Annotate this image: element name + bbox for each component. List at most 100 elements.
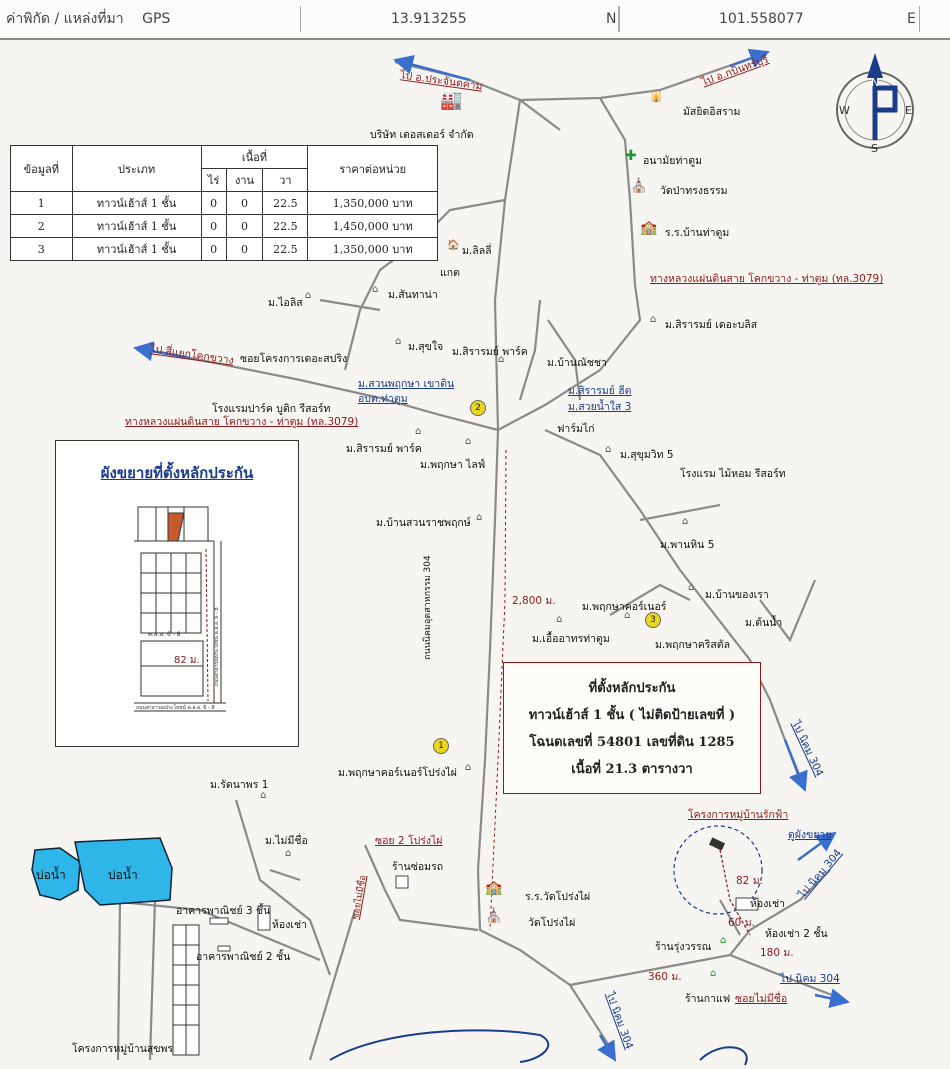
label-kaet: แกต [440,267,460,279]
road-sirarom-b [547,319,582,401]
label-health: อนามัยท่าตูม [643,155,703,167]
temple-icon: ⛪ [630,178,648,194]
health-center-icon: ✚ [625,148,637,164]
label-road3079-b: ทางหลวงแผ่นดินสาย โคกขวาง - ท่าตูม (ทล.3… [125,416,359,428]
latitude-suffix: N [606,11,617,27]
road-se-branch [729,869,831,956]
label-m-mairchue: ม.ไม่มีชื่อ [265,835,308,847]
label-pond1: บ่อน้ำ [36,868,66,882]
cell-no: 1 [10,191,73,215]
house-icon: ⌂ [305,290,312,301]
info-line2: ทาวน์เฮ้าส์ 1 ชั้น ( ไม่ติดป้ายเลขที่ ) [528,708,736,723]
cell-rai: 0 [200,191,227,215]
road-tonnam [759,579,817,643]
shop-icon: ⌂ [720,935,727,946]
label-shop-rungworawan: ร้านรุ่งวรรณ [655,941,712,953]
col-no: ข้อมูลที่ [10,145,73,192]
house-icon: ⌂ [650,314,657,325]
road-commercial [99,898,321,962]
label-room-rent2: ห้องเช่า [750,898,785,910]
house-icon: ⌂ [415,426,422,437]
label-to-nikom-c: ไป นิคม 304 [780,973,840,985]
label-hotel-maihom: โรงแรม ไม้หอม รีสอร์ท [680,468,786,480]
label-mosque: มัสยิดอิสราม [683,106,741,118]
label-pond2: บ่อน้ำ [108,868,138,882]
cell-type: ทาวน์เฮ้าส์ 1 ชั้น [71,237,202,261]
label-m-lilly: ม.ลิลลี่ [462,245,492,257]
info-line3: โฉนดเลขที่ 54801 เลขที่ดิน 1285 [529,735,735,750]
cell-wa: 22.5 [262,191,309,215]
road-sukhumvit [544,428,802,781]
collateral-info-box: ที่ตั้งหลักประกัน ทาวน์เฮ้าส์ 1 ชั้น ( ไ… [503,662,761,794]
cell-no: 3 [10,237,73,261]
label-d60: 60 ม. [728,917,755,929]
house-icon: ⌂ [260,790,267,801]
label-m-sirarom-bliss: ม.สิรารมย์ เดอะบลิส [665,319,758,331]
inset-distance: 82 ม. [174,655,200,666]
label-car-shop: ร้านซ่อมรถ [392,861,444,873]
house-icon: ⌂ [476,512,483,523]
signature-loop [699,1046,748,1066]
pond-small [31,847,81,901]
cell-price: 1,450,000 บาท [307,214,438,238]
col-rai: ไร่ [200,168,227,192]
label-cafe: ร้านกาแฟ [685,993,731,1005]
label-m-bansuan: ม.บ้านสวนราชพฤกษ์ [376,517,471,529]
house-icon: 🏠 [447,240,460,251]
compass-w: W [839,104,850,117]
table-row: 3 ทาวน์เฮ้าส์ 1 ชั้น 0 0 22.5 1,350,000 … [10,237,438,261]
road-corner [609,583,691,616]
cell-no: 2 [10,214,73,238]
marker-1: 1 [433,738,449,754]
coordinate-header: ค่าพิกัด / แหล่งที่มา GPS 13.913255 N 10… [0,0,950,40]
inset-plan: ผังขยายที่ตั้งหลักประกัน 82 ม. ค.ส.ล. 6 … [55,440,299,747]
road-mosque [599,97,637,286]
cell-ngan: 0 [225,237,264,261]
label-soi-mairchue2: ซอยไม่มีชื่อ [735,993,788,1005]
road-sw-vertical [116,899,122,1061]
label-m-ueaarthon: ม.เอื้ออาทรท่าตูม [532,633,610,645]
col-area: เนื้อที่ [200,145,309,169]
arrow-nikom-a [783,739,808,792]
road-soi2 [363,844,479,932]
label-m-sirarom-heat: ม.สิรารมย์ ฮีต [568,385,632,397]
label-m-sirarom-park2: ม.สิรารมย์ พาร์ค [346,443,422,455]
road-3079-west [159,350,499,432]
label-m-pruksa-life: ม.พฤกษา ไลฟ์ [420,459,486,471]
cell-type: ทาวน์เฮ้าส์ 1 ชั้น [71,214,202,238]
road-3079-east [497,284,642,431]
school-icon: 🏫 [640,220,658,236]
label-company: บริษัท เดอสเดอร์ จำกัด [370,129,474,141]
road-ailis [319,298,381,312]
label-chicken-farm: ฟาร์มไก่ [557,423,595,435]
label-wat-prongphai: วัดโปร่งไผ่ [528,917,576,929]
road-rattanaporn [234,799,332,976]
label-d360: 360 ม. [648,971,682,983]
arrow-nikom-b [797,831,837,862]
road-main-north [493,99,522,431]
label-school-thatum: ร.ร.บ้านท่าตูม [665,227,730,239]
col-ngan: งาน [225,168,264,192]
table-row: 2 ทาวน์เฮ้าส์ 1 ชั้น 0 0 22.5 1,450,000 … [10,214,438,238]
cell-price: 1,350,000 บาท [307,237,438,261]
se-route-line [719,849,751,936]
label-obt: อบต.ท่าตูม [358,393,408,405]
label-m-pruksa-crystal: ม.พฤกษาคริสตัล [655,639,731,651]
school-prongphai-icon: 🏫 [485,880,503,896]
inset-road-b: ถนนสาธารณประโยชน์ ค.ส.ล. 6 - 8 [213,607,220,686]
house-icon: ⌂ [556,614,563,625]
factory-icon: 🏭 [440,90,463,111]
price-table-subheader: ไร่ งาน วา [11,168,438,192]
label-project-rakfa: โครงการหมู่บ้านรักฟ้า [688,809,789,821]
label-school-prongphai: ร.ร.วัดโปร่งไผ่ [525,891,591,903]
label-road304: ถนนนิคมอุตสาหกรรม 304 [423,555,433,660]
cell-price: 1,350,000 บาท [307,191,438,215]
compass-rose-icon: N W E S [836,53,914,155]
info-line4: เนื้อที่ 21.3 ตารางวา [571,762,693,777]
label-m-suanpruksa: ม.สวนพฤกษา เขาดิน [358,378,455,390]
route-dashed-304 [489,449,507,931]
arrow-kabinburi [729,48,770,68]
marker-2: 2 [470,400,486,416]
